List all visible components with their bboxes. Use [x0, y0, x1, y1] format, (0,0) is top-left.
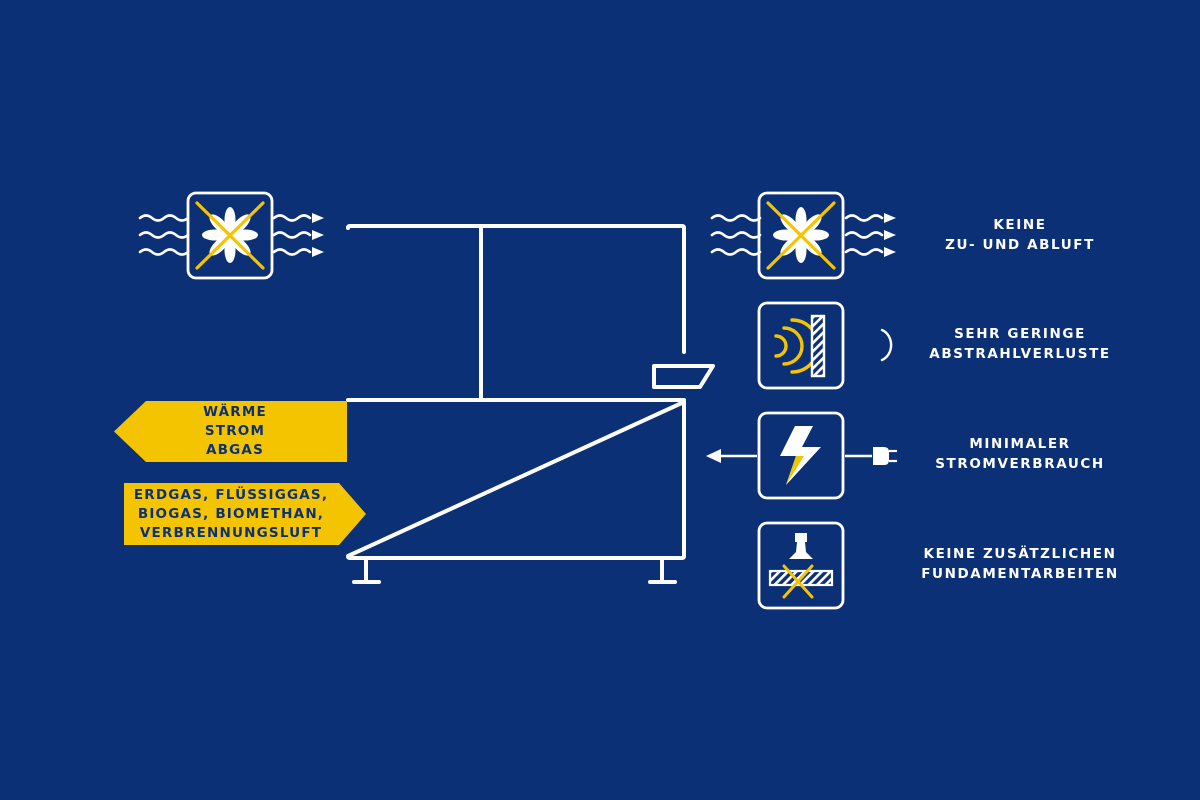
outputs-line-1: WÄRME [203, 404, 267, 420]
cross-out-icon [195, 201, 265, 270]
feature-4-line-1: KEINE ZUSÄTZLICHEN [923, 546, 1117, 562]
unit-handle [652, 364, 715, 389]
unit-outline [346, 224, 686, 560]
feature-icon-insulation [757, 301, 893, 390]
feature-icon-ventilation [710, 191, 896, 280]
chp-unit [346, 224, 715, 584]
left-ventilation-icon [138, 191, 324, 280]
inputs-line-2: BIOGAS, BIOMETHAN, [137, 506, 325, 522]
feature-3-line-2: STROMVERBRAUCH [935, 456, 1105, 472]
feature-2-line-2: ABSTRAHLVERLUSTE [929, 346, 1111, 362]
outputs-arrow-label: WÄRME STROM ABGAS [160, 403, 310, 460]
feature-label-ventilation: KEINE ZU- UND ABLUFT [905, 215, 1135, 255]
plug-icon [873, 447, 889, 465]
feature-icon-electricity [706, 411, 897, 500]
feature-label-foundation: KEINE ZUSÄTZLICHEN FUNDAMENTARBEITEN [890, 544, 1150, 584]
inputs-arrow-label: ERDGAS, FLÜSSIGGAS, BIOGAS, BIOMETHAN, V… [126, 486, 336, 543]
feature-4-line-2: FUNDAMENTARBEITEN [921, 566, 1119, 582]
feature-2-line-1: SEHR GERINGE [954, 326, 1086, 342]
feature-1-line-2: ZU- UND ABLUFT [945, 237, 1095, 253]
inputs-line-3: VERBRENNUNGSLUFT [139, 525, 323, 541]
inputs-line-1: ERDGAS, FLÜSSIGGAS, [133, 487, 329, 503]
feature-1-line-1: KEINE [993, 217, 1047, 233]
feature-icon-foundation [757, 521, 845, 610]
inputs-arrow-shape [124, 483, 366, 545]
feature-3-line-1: MINIMALER [969, 436, 1071, 452]
outputs-line-2: STROM [204, 423, 266, 439]
outputs-arrow-shape [114, 401, 347, 462]
outputs-line-3: ABGAS [206, 442, 264, 458]
feature-label-insulation: SEHR GERINGE ABSTRAHLVERLUSTE [905, 324, 1135, 364]
feature-label-electricity: MINIMALER STROMVERBRAUCH [905, 434, 1135, 474]
